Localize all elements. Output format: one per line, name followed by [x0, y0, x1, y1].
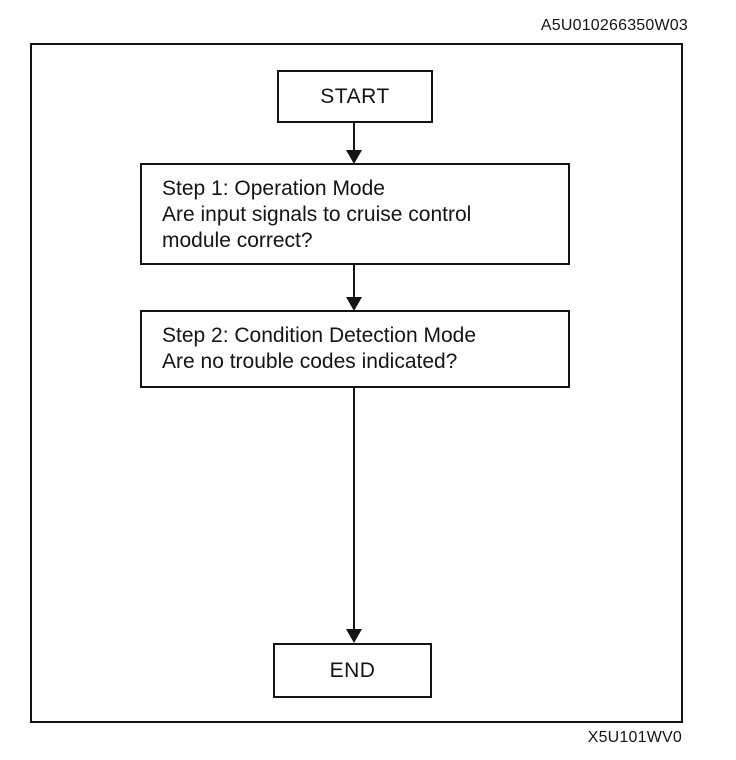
- arrowhead-start-to-step1-icon: [346, 150, 362, 164]
- arrowhead-step1-to-step2-icon: [346, 297, 362, 311]
- flow-node-step2: Step 2: Condition Detection Mode Are no …: [140, 310, 570, 388]
- figure-code-top: A5U010266350W03: [540, 17, 688, 34]
- figure-code-bottom: X5U101WV0: [587, 729, 682, 746]
- step1-line-title: Step 1: Operation Mode: [162, 177, 385, 200]
- flow-node-end: END: [273, 643, 432, 698]
- connector-step1-to-step2: [353, 265, 355, 299]
- start-label: START: [320, 84, 390, 108]
- end-label: END: [329, 658, 376, 682]
- connector-start-to-step1: [353, 123, 355, 152]
- flow-node-start: START: [277, 70, 433, 123]
- flow-node-step1: Step 1: Operation Mode Are input signals…: [140, 163, 570, 265]
- arrowhead-step2-to-end-icon: [346, 629, 362, 643]
- step2-line-question: Are no trouble codes indicated?: [162, 350, 458, 373]
- step2-line-title: Step 2: Condition Detection Mode: [162, 324, 477, 347]
- step1-line-question-2: module correct?: [162, 229, 313, 252]
- connector-step2-to-end: [353, 388, 355, 631]
- step1-line-question-1: Are input signals to cruise control: [162, 203, 472, 226]
